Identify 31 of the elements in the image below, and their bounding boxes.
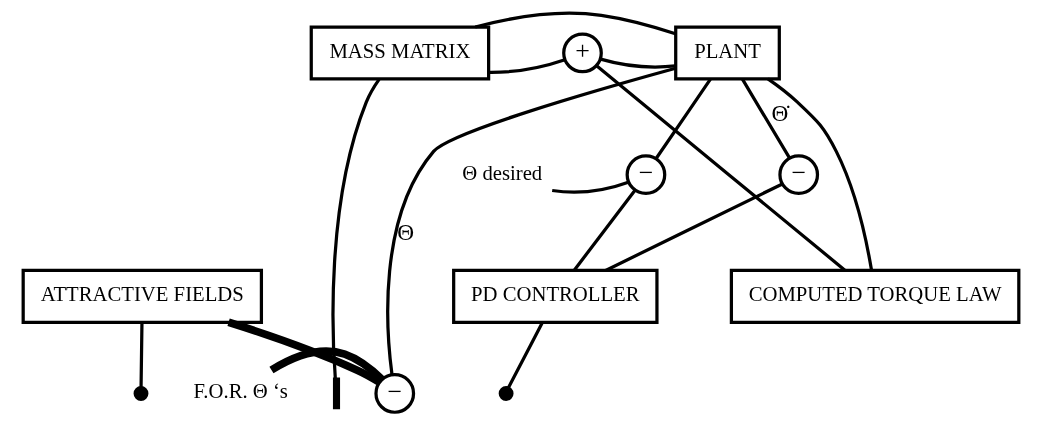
node-circle bbox=[498, 386, 514, 401]
node-circle: − bbox=[373, 373, 415, 414]
connector bbox=[572, 189, 636, 272]
connector bbox=[474, 11, 676, 36]
node-box: PD CONTROLLER bbox=[451, 268, 659, 324]
connector bbox=[226, 318, 381, 386]
connector bbox=[488, 58, 565, 74]
connector bbox=[385, 66, 676, 375]
connector bbox=[740, 78, 791, 159]
connector bbox=[604, 182, 783, 272]
connector bbox=[599, 57, 676, 69]
node-text: Θ desired bbox=[461, 161, 542, 184]
connector bbox=[330, 78, 380, 379]
node-box: MASS MATRIX bbox=[309, 25, 490, 81]
node-circle: − bbox=[777, 154, 819, 196]
node-box: ATTRACTIVE FIELDS bbox=[21, 268, 263, 324]
connector bbox=[595, 64, 846, 272]
connector bbox=[766, 77, 873, 271]
node-circle: − bbox=[625, 154, 666, 196]
connector bbox=[138, 322, 144, 388]
node-box: PLANT bbox=[673, 25, 781, 81]
node-circle: + bbox=[561, 32, 603, 74]
connector bbox=[506, 321, 544, 389]
node-box: COMPUTED TORQUE LAW bbox=[729, 268, 1020, 324]
node-text: F.O.R. Θ ‘s bbox=[192, 380, 288, 403]
node-circle bbox=[133, 386, 148, 401]
edge-label: Θ̇ bbox=[771, 99, 788, 126]
edge-label: Θ bbox=[396, 218, 414, 245]
node-bar bbox=[332, 377, 340, 410]
connector bbox=[551, 180, 629, 194]
connector bbox=[654, 78, 712, 160]
